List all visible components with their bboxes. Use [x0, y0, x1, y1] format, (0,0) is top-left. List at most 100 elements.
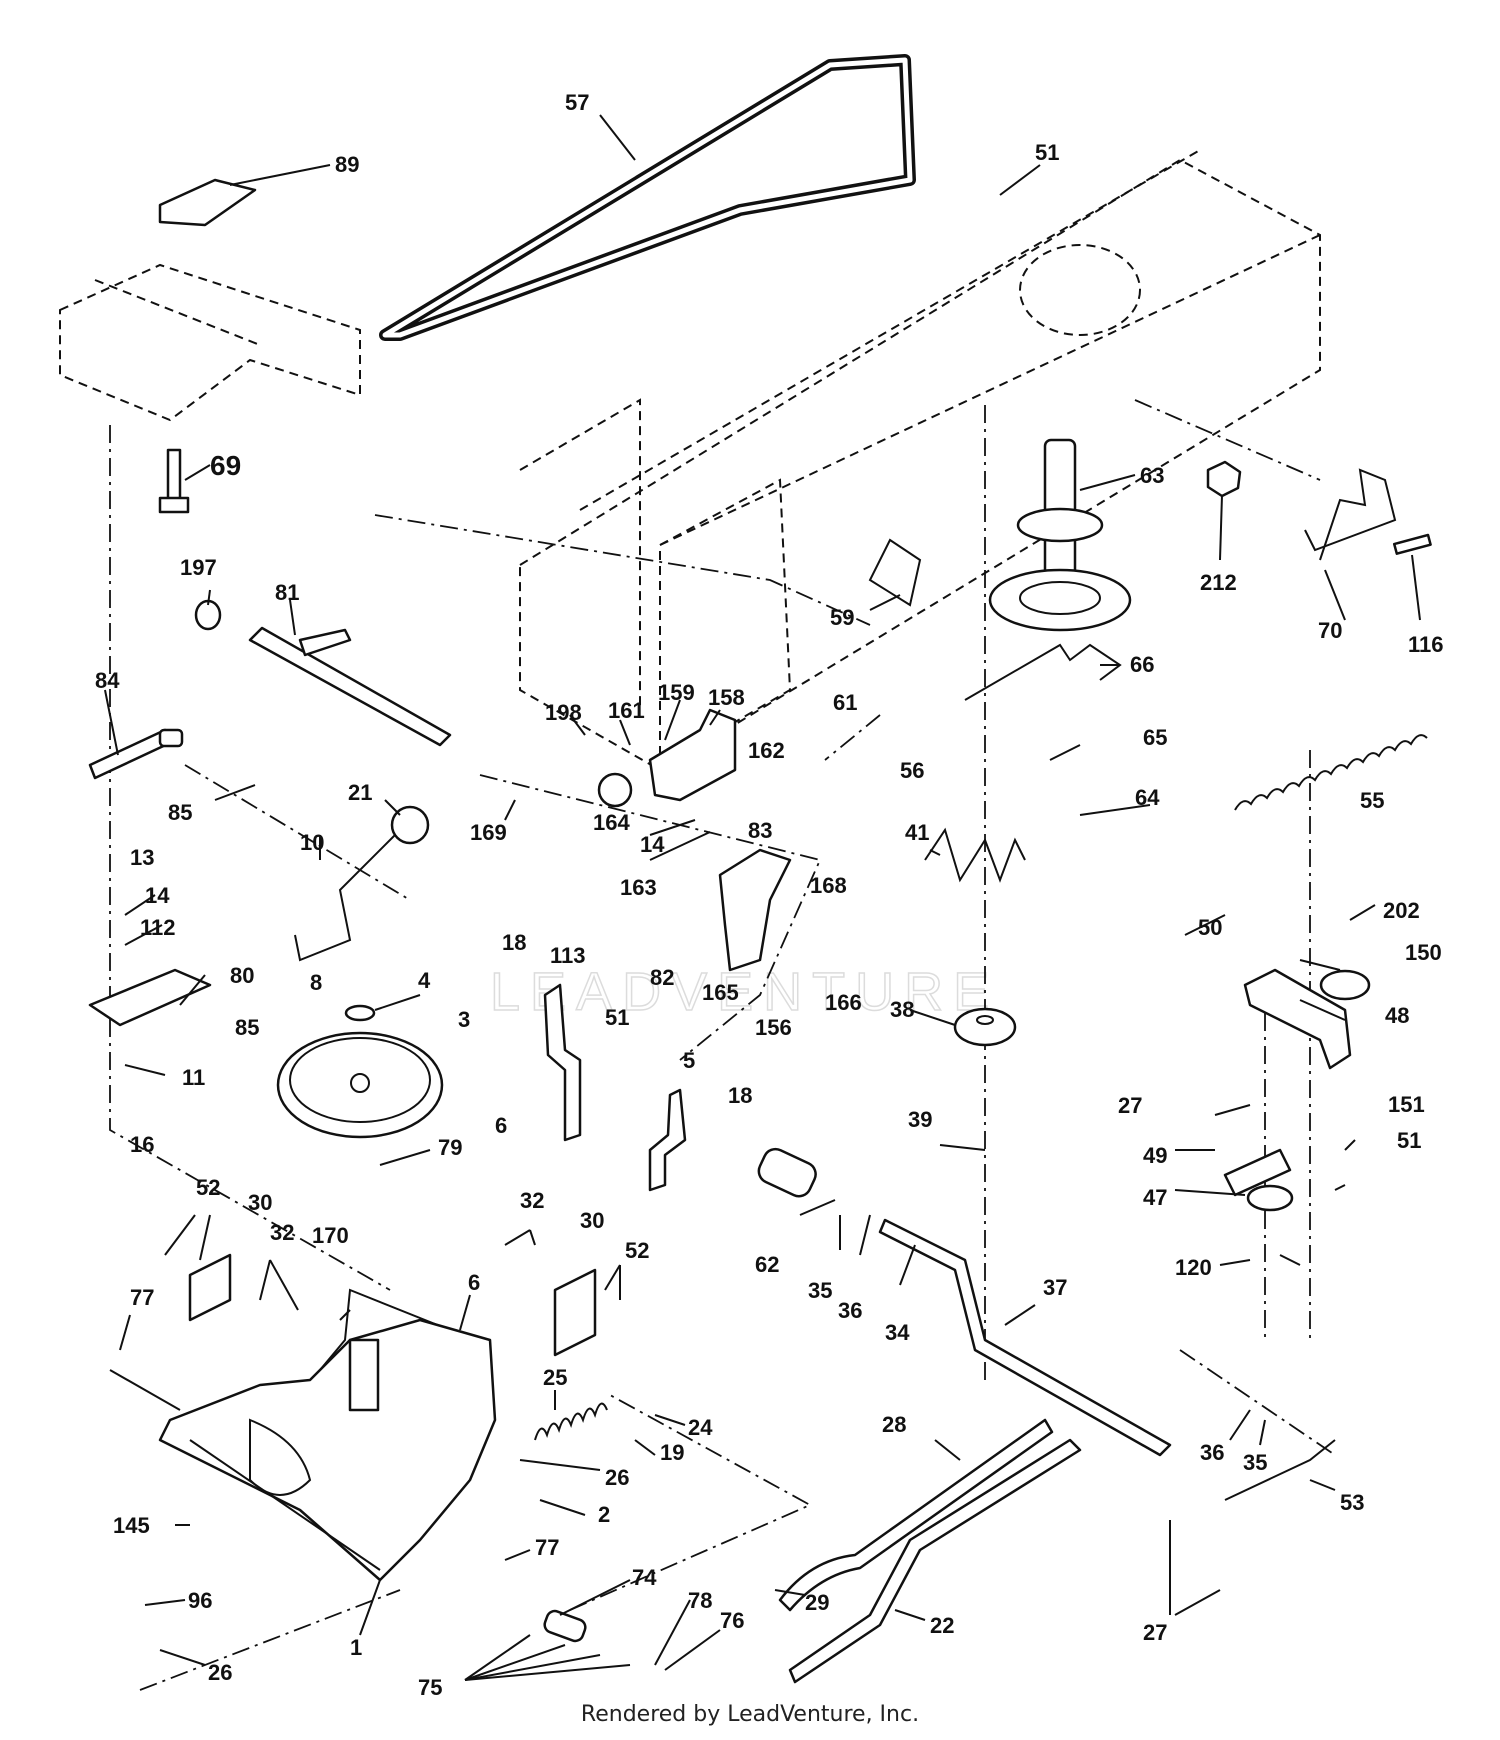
part-83-165-bracket	[718, 848, 792, 972]
callout-25: 25	[543, 1365, 567, 1390]
callout-41: 41	[905, 820, 929, 845]
callout-26-b: 26	[208, 1660, 232, 1685]
callout-27: 27	[1118, 1093, 1142, 1118]
part-89-bracket	[158, 178, 257, 227]
callout-18: 18	[502, 930, 526, 955]
callout-47: 47	[1143, 1185, 1167, 1210]
part-158-159-bracket	[597, 708, 737, 808]
part-66-rod	[964, 643, 1122, 701]
callout-27-b: 27	[1143, 1620, 1167, 1645]
callout-66: 66	[1130, 652, 1154, 677]
callout-39: 39	[908, 1107, 932, 1132]
part-55-spring	[1234, 734, 1428, 811]
part-69-bolt	[158, 448, 190, 514]
drive-belt	[379, 54, 916, 341]
part-21-knob	[390, 805, 430, 845]
callout-51-b: 51	[605, 1005, 629, 1030]
part-49-47-idler	[1223, 1148, 1294, 1212]
callout-198: 198	[545, 700, 582, 725]
callout-51: 51	[1035, 140, 1059, 165]
callout-64: 64	[1135, 785, 1160, 810]
callout-96: 96	[188, 1588, 212, 1613]
callout-197: 197	[180, 555, 217, 580]
part-84-pin	[88, 728, 184, 780]
callout-79: 79	[438, 1135, 462, 1160]
callout-164: 164	[593, 810, 630, 835]
part-53-rod	[1224, 1439, 1336, 1501]
callout-169: 169	[470, 820, 507, 845]
callout-30: 30	[248, 1190, 272, 1215]
callout-35: 35	[808, 1278, 832, 1303]
part-38-pulley	[953, 1007, 1017, 1047]
callout-labels: 57 51 89 69 63 212 70 116 197 81 59 66 8…	[95, 90, 1444, 1700]
callout-38: 38	[890, 997, 914, 1022]
callout-13: 13	[130, 845, 154, 870]
watermark-text: LEADVENTURE	[490, 962, 999, 1022]
callout-150: 150	[1405, 940, 1442, 965]
callout-161: 161	[608, 698, 645, 723]
callout-116: 116	[1408, 632, 1444, 657]
callout-32: 32	[270, 1220, 294, 1245]
callout-156: 156	[755, 1015, 792, 1040]
callout-14-b: 14	[145, 883, 170, 908]
leader-lines	[104, 114, 1421, 1681]
callout-16: 16	[130, 1132, 154, 1157]
callout-62: 62	[755, 1252, 779, 1277]
callout-30-b: 30	[580, 1208, 604, 1233]
callout-6-b: 6	[468, 1270, 480, 1295]
part-41-spring	[924, 827, 1026, 883]
callout-82: 82	[650, 965, 674, 990]
part-30-brackets	[188, 1253, 597, 1357]
callout-113: 113	[550, 943, 586, 968]
part-48-idler-arm	[1243, 968, 1371, 1070]
callout-112: 112	[140, 915, 176, 940]
callout-61: 61	[833, 690, 857, 715]
callout-166: 166	[825, 990, 862, 1015]
callout-57: 57	[565, 90, 589, 115]
callout-50: 50	[1198, 915, 1222, 940]
part-62-bushing	[757, 1147, 817, 1198]
callout-14: 14	[640, 832, 665, 857]
callout-35-b: 35	[1243, 1450, 1267, 1475]
callout-32-b: 32	[520, 1188, 544, 1213]
callout-36: 36	[838, 1298, 862, 1323]
callout-163: 163	[620, 875, 657, 900]
callout-8: 8	[310, 970, 322, 995]
part-3-pulley	[276, 1004, 444, 1139]
footer-credit: Rendered by LeadVenture, Inc.	[580, 1702, 920, 1727]
callout-77: 77	[130, 1285, 154, 1310]
callout-26: 26	[605, 1465, 629, 1490]
callout-212: 212	[1200, 570, 1237, 595]
callout-165: 165	[702, 980, 739, 1005]
callout-22: 22	[930, 1613, 954, 1638]
callout-75: 75	[418, 1675, 442, 1700]
part-59-clip	[868, 538, 922, 607]
callout-4: 4	[418, 968, 431, 993]
callout-83: 83	[748, 818, 772, 843]
callout-11: 11	[182, 1065, 205, 1090]
frame-outline	[59, 149, 1321, 772]
part-34-shaft	[878, 1218, 1172, 1457]
callout-51-c: 51	[1397, 1128, 1421, 1153]
part-113-bracket	[543, 983, 582, 1142]
callout-145: 145	[113, 1513, 150, 1538]
callout-74: 74	[632, 1565, 657, 1590]
part-28-rod	[778, 1418, 1054, 1612]
part-25-spring	[534, 1402, 608, 1441]
callout-80: 80	[230, 963, 254, 988]
callout-19: 19	[660, 1440, 684, 1465]
callout-2: 2	[598, 1502, 610, 1527]
callout-69: 69	[210, 450, 241, 481]
part-1-transaxle	[109, 1318, 497, 1582]
callout-77-b: 77	[535, 1535, 559, 1560]
callout-1: 1	[350, 1635, 362, 1660]
callout-158: 158	[708, 685, 745, 710]
callout-24: 24	[688, 1415, 713, 1440]
construction-lines	[109, 399, 1336, 1691]
part-22-rod	[788, 1438, 1082, 1684]
callout-81: 81	[275, 580, 299, 605]
callout-59: 59	[830, 605, 854, 630]
callout-21: 21	[348, 780, 372, 805]
callout-151: 151	[1388, 1092, 1425, 1117]
